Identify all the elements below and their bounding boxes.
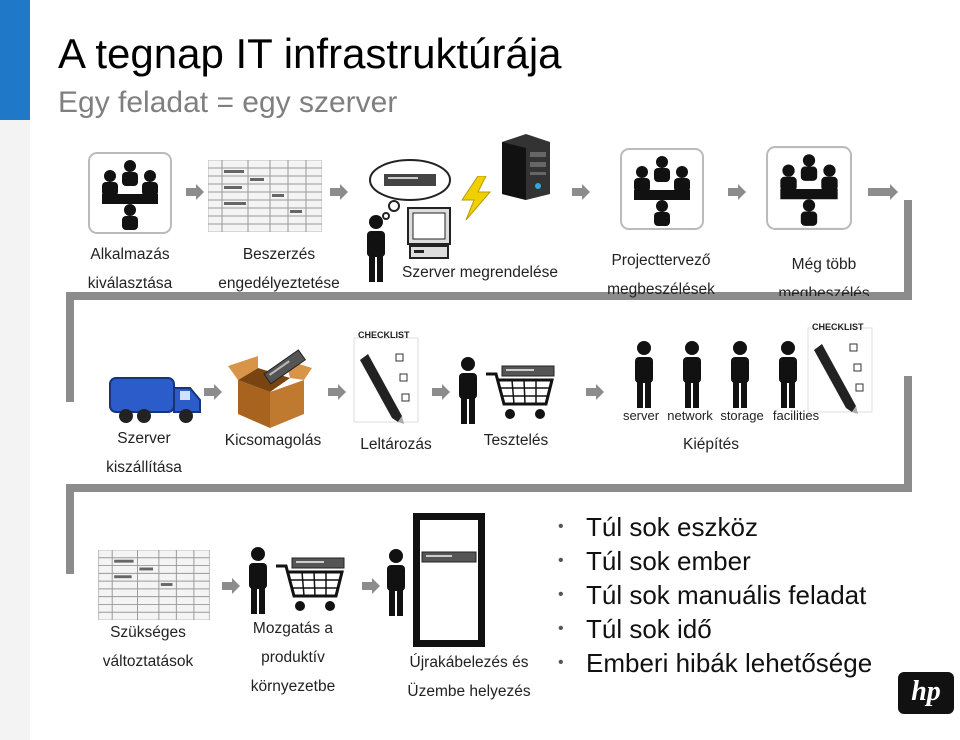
spreadsheet-document-icon [207,159,323,237]
list-item: Emberi hibák lehetősége [558,646,872,680]
checklist-title: CHECKLIST [358,330,410,340]
step-label: Kicsomagolás [224,432,322,449]
logo-text: hp [911,676,941,707]
person-icon [726,340,754,415]
person-icon [382,548,410,623]
hp-logo: hp [898,672,954,714]
delivery-truck-icon [106,372,202,431]
person-icon [244,546,272,621]
role-label-network: network [667,408,713,423]
person-icon [630,340,658,415]
meeting-icon [88,152,172,239]
spreadsheet-document-icon [98,549,210,625]
person-icon [678,340,706,415]
list-item: Túl sok idő [558,612,872,646]
accent-strip [0,0,30,120]
server-tower-icon [496,132,554,205]
step-label: Szerver megrendelése [402,264,558,281]
arrow-right-icon [222,578,240,599]
problem-list: Túl sok eszköz Túl sok ember Túl sok man… [558,510,872,680]
checklist-icon: CHECKLIST [806,320,876,421]
arrow-right-icon [728,184,746,205]
step-label: Leltározás [360,436,432,453]
cardboard-box-icon [228,346,312,435]
person-icon [362,214,390,289]
step-label: Kiépítés [682,436,739,453]
arrow-right-icon [572,184,590,205]
person-icon [454,356,482,431]
flow-line [904,376,912,492]
arrow-right-icon [330,184,348,205]
checklist-icon: CHECKLIST [352,330,422,431]
person-icon [774,340,802,415]
role-label-storage: storage [720,408,764,423]
arrow-right-icon [432,384,450,405]
side-strip [0,120,30,740]
flow-line [904,200,912,300]
role-label-server: server [622,408,660,423]
meeting-icon [766,146,852,235]
shopping-cart-icon [484,364,556,427]
role-label-facilities: facilities [772,408,820,423]
accent-bar [0,0,30,740]
arrow-right-icon [328,384,346,405]
server-rack-icon [412,512,486,653]
arrow-right-icon [586,384,604,405]
checklist-title: CHECKLIST [812,322,864,332]
slide-subtitle: Egy feladat = egy szerver [58,86,398,119]
flow-line [66,292,74,402]
shopping-cart-icon [274,556,346,619]
arrow-right-icon [362,578,380,599]
slide-title: A tegnap IT infrastruktúrája [58,30,562,77]
arrow-right-icon [204,384,222,405]
list-item: Túl sok ember [558,544,872,578]
step-label: Tesztelés [483,432,549,449]
flow-line [74,292,912,300]
flow-line [74,484,912,492]
thought-bubble-icon [368,158,452,225]
arrow-right-icon [868,184,898,205]
flow-line [66,484,74,574]
computer-icon [406,206,452,267]
meeting-icon [620,148,704,235]
list-item: Túl sok manuális feladat [558,578,872,612]
lightning-icon [456,175,496,225]
list-item: Túl sok eszköz [558,510,872,544]
arrow-right-icon [186,184,204,205]
